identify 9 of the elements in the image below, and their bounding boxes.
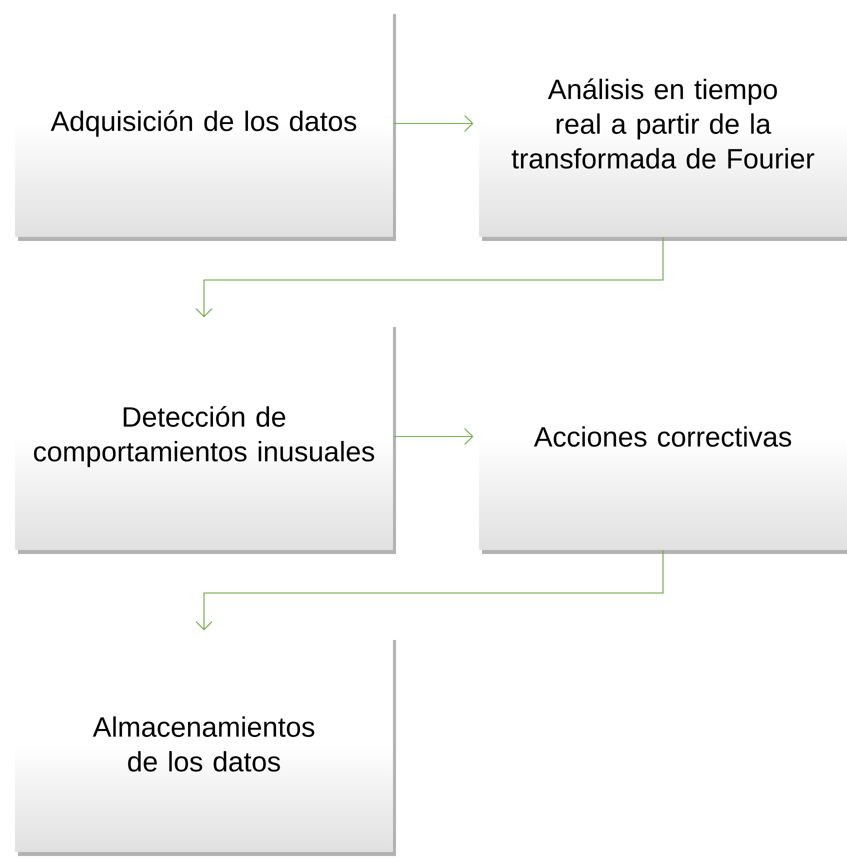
process-box: Adquisición de los datos — [15, 10, 396, 241]
arrow — [393, 428, 474, 445]
process-box: Acciones correctivas — [479, 323, 847, 554]
process-box: Detección de comportamientos inusuales — [15, 323, 396, 554]
process-box: Análisis en tiempo real a partir de la transformada de Fourier — [479, 10, 847, 241]
arrow — [393, 115, 474, 132]
arrow — [196, 550, 664, 630]
arrow — [196, 237, 664, 318]
process-box: Almacenamientos de los datos — [15, 636, 396, 856]
